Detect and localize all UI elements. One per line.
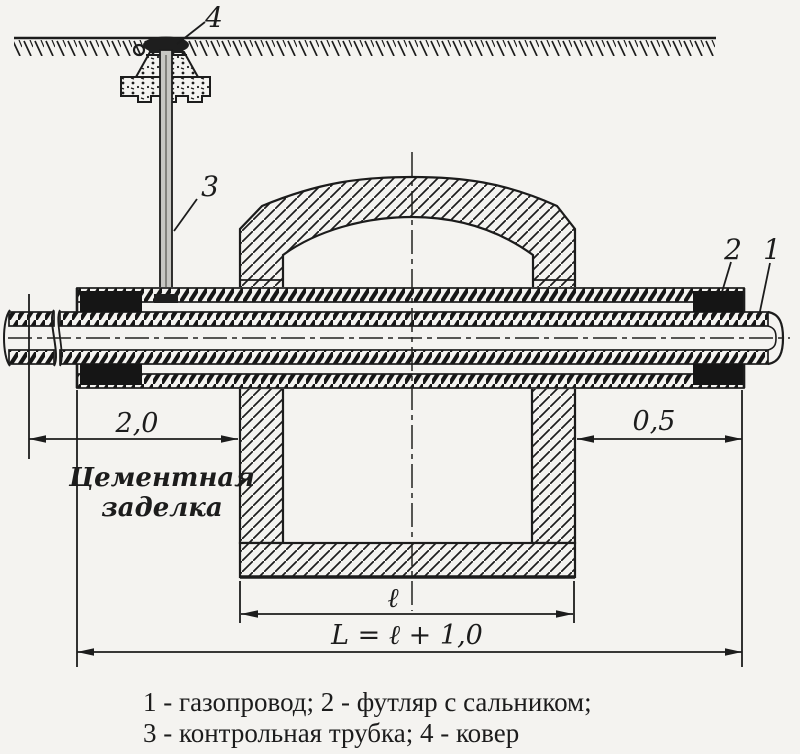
legend-line2: 3 - контрольная трубка; 4 - ковер: [143, 718, 519, 748]
legend-line1: 1 - газопровод; 2 - футляр с сальником;: [143, 687, 592, 717]
collector-floor-slab: [238, 541, 577, 579]
pipe-end-cap-inner: [767, 325, 777, 351]
soil-hatch: [14, 39, 716, 56]
legend: 1 - газопровод; 2 - футляр с сальником; …: [143, 687, 592, 748]
leader-1: [758, 262, 771, 317]
dimension-arrowheads: [29, 435, 742, 656]
leader-4: [176, 21, 206, 45]
cover-lid: [143, 36, 189, 54]
control-tube: [159, 49, 173, 297]
callout-1: 1: [763, 233, 781, 266]
dimensions: [28, 294, 743, 667]
dim-label-casing-length: L = ℓ + 1,0: [330, 620, 483, 651]
ground-surface: [14, 36, 716, 56]
dim-label-overhang: 0,5: [633, 406, 676, 437]
callouts: [173, 21, 771, 317]
leader-2: [721, 261, 732, 293]
gland-right-top: [693, 291, 743, 312]
dim-label-collector-width: ℓ: [387, 583, 399, 614]
collector-arch: [238, 175, 577, 292]
gland-left-bottom: [80, 364, 142, 385]
cement-note-line2: заделка: [101, 493, 223, 523]
callout-4: 4: [204, 1, 223, 34]
cement-note-line1: Цементная: [68, 463, 255, 493]
callout-2: 2: [723, 233, 742, 266]
pipe-top-wall: [59, 311, 769, 327]
pipe-bottom-wall: [59, 349, 769, 365]
gland-left-top: [80, 291, 142, 312]
control-tube-boss: [154, 294, 178, 303]
cover-hook-detail: [132, 43, 146, 57]
casing-and-pipe: [3, 287, 785, 389]
dim-label-cement-zone: 2,0: [115, 408, 159, 439]
collector-section: [238, 175, 577, 579]
callout-3: 3: [201, 170, 219, 203]
centerlines: [8, 152, 790, 611]
casing-bottom-wall: [76, 373, 745, 389]
leader-3: [173, 198, 198, 232]
stub-break-left: [3, 309, 11, 367]
collector-wall-right: [530, 386, 577, 545]
gland-right-bottom: [693, 364, 743, 385]
